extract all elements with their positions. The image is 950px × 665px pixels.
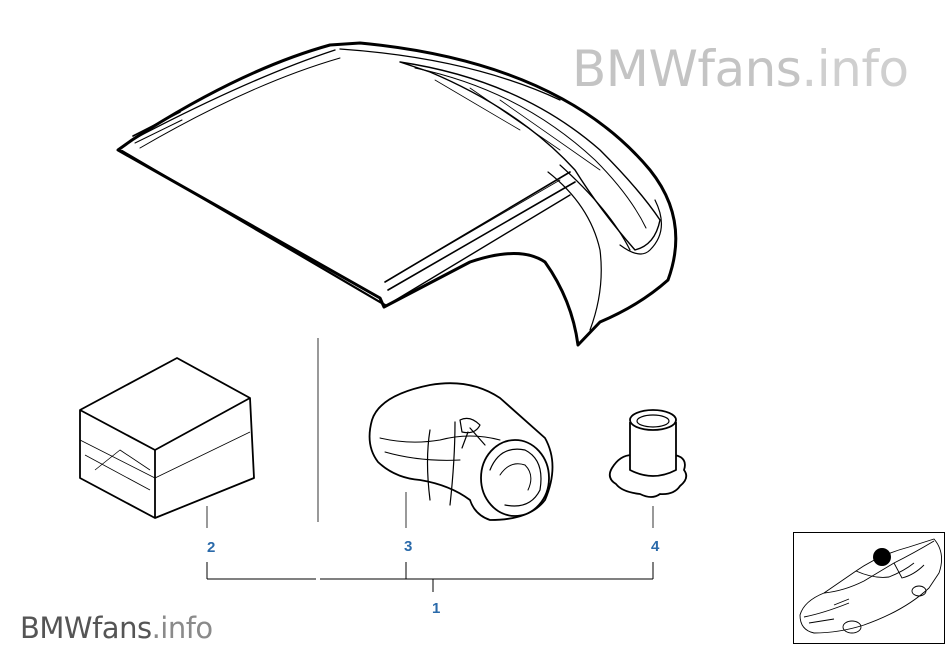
watermark-bottom: BMWfans.info (20, 614, 213, 643)
car-outline-icon (799, 538, 943, 634)
hardtop-illustration[interactable] (116, 41, 678, 347)
rolled-cover-illustration[interactable] (368, 382, 554, 521)
watermark-bottom-suffix: .info (151, 611, 214, 645)
part-label-3[interactable]: 3 (404, 538, 413, 555)
flange-nut-illustration[interactable] (608, 409, 688, 498)
part-label-4[interactable]: 4 (651, 538, 660, 555)
watermark-top-brand: BMWfans (572, 40, 802, 98)
watermark-bottom-brand: BMWfans (20, 611, 152, 645)
location-dot-icon (873, 548, 891, 566)
assembly-bracket (206, 562, 654, 592)
watermark-top-suffix: .info (801, 40, 909, 98)
watermark-top: BMWfans.info (572, 44, 909, 94)
part-label-1[interactable]: 1 (432, 600, 441, 617)
storage-box-illustration[interactable] (79, 357, 255, 519)
part-label-2[interactable]: 2 (207, 539, 216, 556)
car-location-thumbnail (793, 532, 945, 644)
